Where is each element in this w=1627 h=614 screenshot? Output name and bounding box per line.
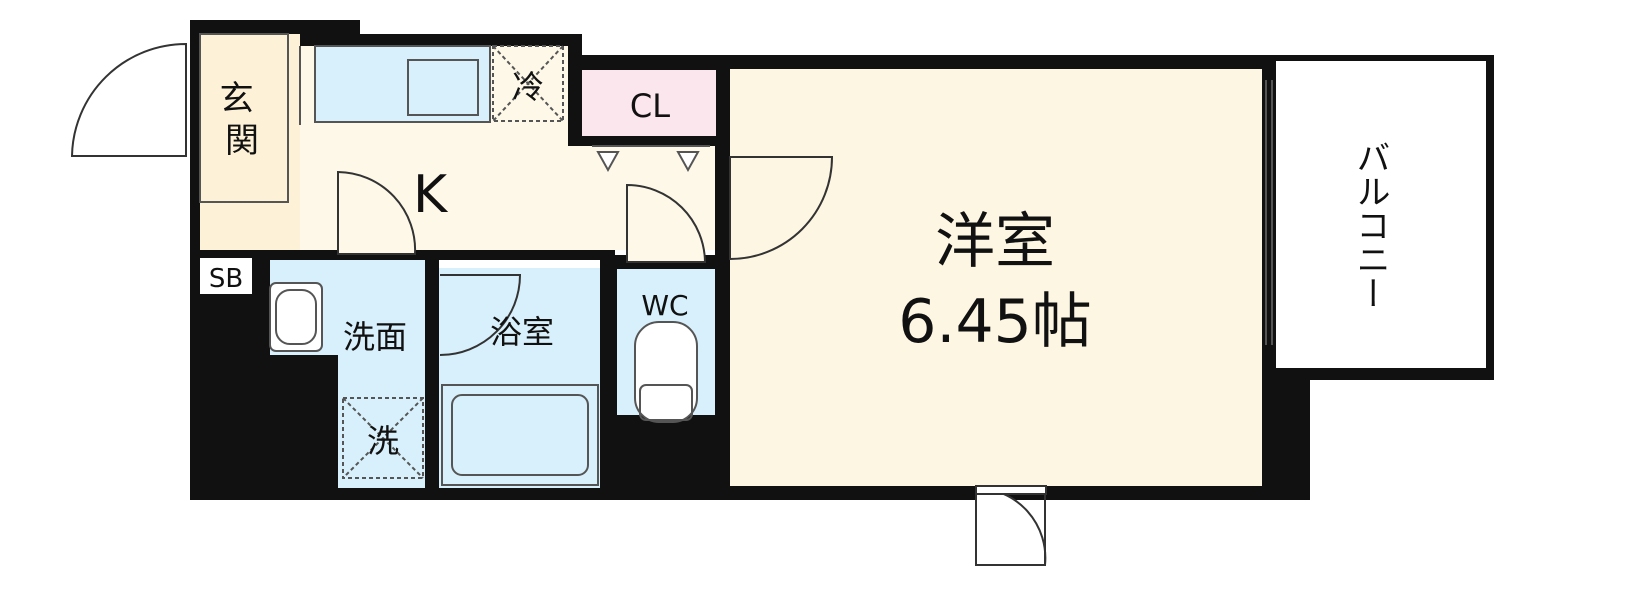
- toilet-door: [626, 183, 707, 263]
- bathroom-door: [439, 274, 522, 356]
- label-balcony: バルコニー: [1350, 140, 1390, 310]
- bathtub: [441, 384, 599, 486]
- label-western-room: 洋室: [935, 207, 1055, 277]
- label-washer: 洗: [367, 422, 399, 460]
- label-entrance-char-2: 関: [225, 121, 259, 161]
- toilet-bowl: [634, 321, 698, 423]
- label-closet: CL: [630, 87, 670, 125]
- washroom-door: [337, 170, 417, 255]
- balcony-floor: [1276, 61, 1486, 368]
- label-fridge: 冷: [512, 68, 544, 106]
- label-shoe-box: SB: [209, 264, 243, 294]
- fridge-space: [492, 45, 564, 122]
- kitchen-counter: [314, 45, 491, 123]
- label-washroom: 洗面: [343, 318, 407, 356]
- label-entrance-1: 玄 関: [220, 79, 265, 161]
- entrance-door: [70, 42, 187, 157]
- washbasin: [269, 282, 323, 352]
- label-bathroom: 浴室: [490, 313, 554, 351]
- label-entrance: 玄: [220, 79, 254, 119]
- washer-space: [342, 397, 424, 479]
- label-toilet: WC: [641, 289, 688, 322]
- room-door: [729, 156, 834, 261]
- fixtures: [199, 33, 1273, 486]
- label-western-room-size: 6.45帖: [898, 287, 1092, 357]
- doors: [70, 42, 1047, 566]
- kitchen-sink: [407, 59, 479, 116]
- western-room-floor: [730, 69, 1262, 486]
- label-kitchen: K: [413, 165, 449, 225]
- closet-floor: [582, 70, 716, 136]
